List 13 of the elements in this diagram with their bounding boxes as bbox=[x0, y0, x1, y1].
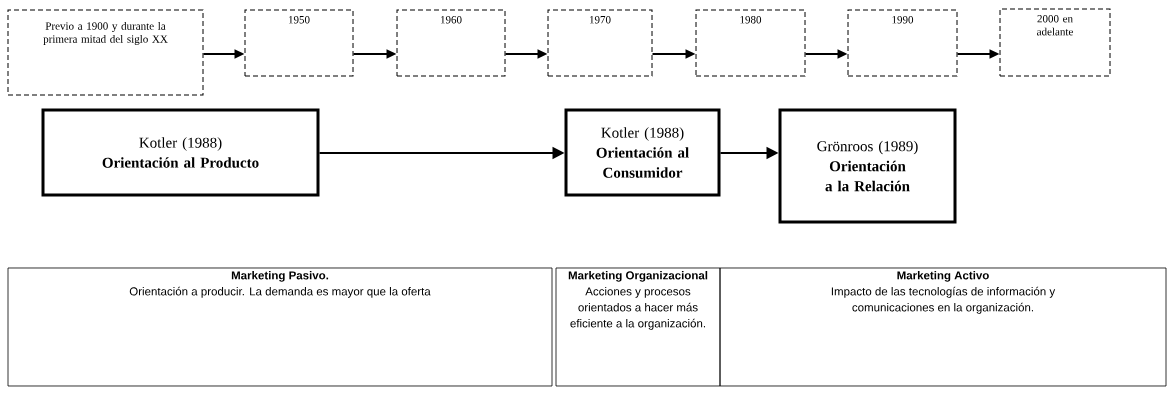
orientation-box: Kotler (1988) Orientación al Consumidor bbox=[564, 108, 721, 197]
table-cell: Marketing Pasivo. Orientación a producir. La demanda es mayor que la oferta bbox=[7, 267, 553, 387]
period-box: 2000 en adelante bbox=[999, 8, 1111, 77]
period-box: Previo a 1900 y durante la primera mitad del siglo XX bbox=[7, 9, 204, 96]
table-cell: Marketing Activo Impacto de las tecnologías de información y comunicaciones en la organización. bbox=[719, 267, 1167, 387]
orientation-box: Kotler (1988) Orientación al Producto bbox=[41, 108, 320, 197]
period-box: 1950 bbox=[244, 9, 354, 77]
period-box: 1960 bbox=[396, 9, 506, 77]
orientation-box: Grönroos (1989) Orientación a la Relación bbox=[778, 108, 957, 224]
table-cell: Marketing Organizacional Acciones y procesos orientados a hacer más eficiente a la organización. bbox=[555, 267, 721, 387]
period-box: 1980 bbox=[695, 9, 806, 77]
period-box: 1970 bbox=[547, 9, 653, 77]
period-box: 1990 bbox=[847, 9, 958, 77]
